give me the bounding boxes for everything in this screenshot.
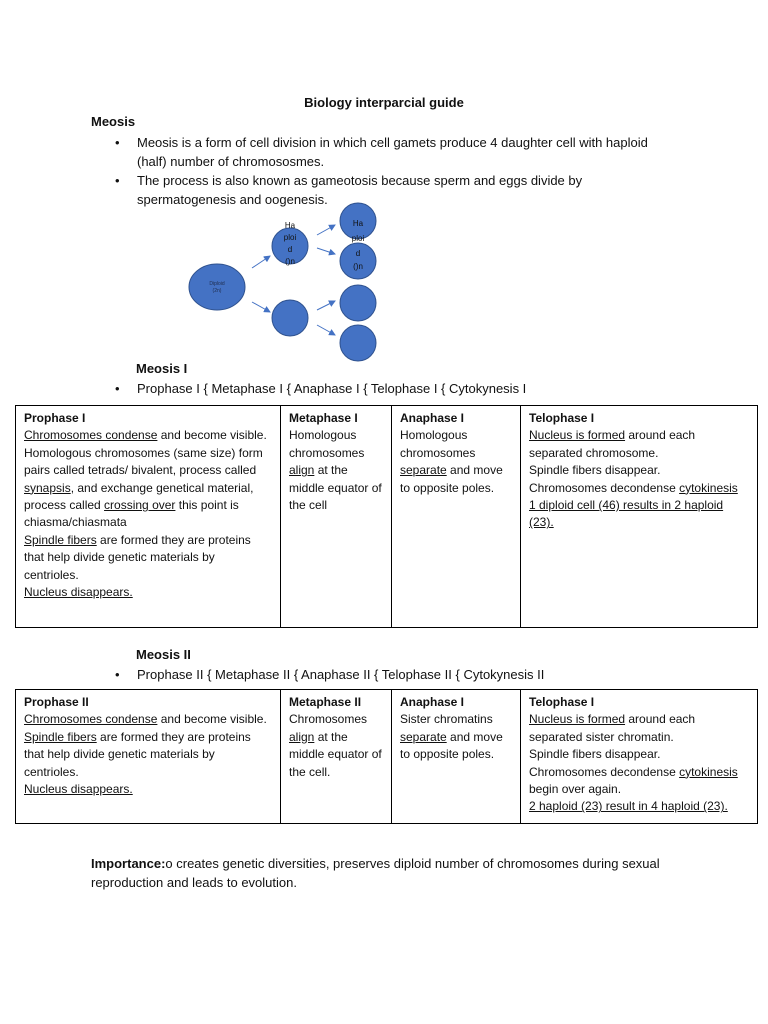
haploid-b-1: Ha (353, 219, 364, 228)
diploid-cell (188, 263, 246, 311)
meiosis-heading: Meosis (91, 114, 136, 129)
meiosis-bullets: Meosis is a form of cell division in whi… (115, 133, 675, 209)
anaphase1-a: Homologous chromosomes (400, 428, 476, 460)
arrow-diploid-to-cell-bottom (251, 301, 271, 313)
anaphase2-title: Anaphase I (400, 695, 465, 709)
telophase1-title: Telophase I (529, 411, 595, 425)
telophase2-title: Telophase I (529, 695, 595, 709)
arrow-to-cell-d (316, 324, 336, 336)
meiosis-bullet-1: Meosis is a form of cell division in whi… (115, 133, 675, 171)
prophase2-p1-term: Chromosomes condense (24, 712, 158, 727)
haploid-a-2: ploi (284, 233, 297, 242)
haploid-a-4: ()n (285, 257, 295, 266)
meiosis1-phase-list: Prophase I { Metaphase I { Anaphase I { … (115, 379, 735, 398)
arrow-diploid-to-haploid-top (251, 255, 271, 269)
anaphase1-b: and move to opposite poles. (400, 463, 503, 495)
haploid-cell-1 (271, 227, 309, 265)
haploid-cell-3 (339, 202, 377, 240)
arrow-to-haploid-a (316, 224, 336, 236)
meiosis1-phases: Prophase I { Metaphase I { Anaphase I { … (115, 379, 735, 398)
prophase1-crossing-over: crossing over (104, 498, 176, 513)
metaphase1-a: Homologous chromosomes (289, 428, 365, 460)
cell-5 (339, 284, 377, 322)
telophase2-cell: Telophase I Nucleus is formed around eac… (520, 689, 758, 824)
haploid-a-1: Ha (285, 221, 296, 230)
anaphase1-title: Anaphase I (400, 411, 465, 425)
telophase2-p3b: begin over again. (529, 782, 622, 797)
prophase2-cell: Prophase II Chromosomes condense and bec… (15, 689, 281, 824)
prophase1-title: Prophase I (24, 411, 86, 425)
haploid-a-3: d (288, 245, 292, 254)
meiosis2-phases: Prophase II { Metaphase II { Anaphase II… (115, 665, 735, 684)
meiosis-bullet-2: The process is also known as gameotosis … (115, 171, 675, 209)
diploid-label-2: (2n) (213, 288, 222, 294)
arrows (251, 224, 336, 336)
telophase2-cytokinesis: cytokinesis (679, 764, 738, 779)
anaphase1-separate: separate (400, 463, 447, 478)
cell-2 (271, 299, 309, 337)
metaphase1-b: at the middle equator of the cell (289, 463, 382, 513)
anaphase2-cell: Anaphase I Sister chromatins separate an… (391, 689, 521, 824)
meiosis2-heading: Meosis II (136, 647, 191, 662)
prophase2-p3: Nucleus disappears. (24, 782, 133, 797)
importance-label: Importance: (91, 856, 166, 871)
telophase1-p3: Chromosomes decondense (529, 480, 680, 495)
prophase1-p2b: , and exchange genetical material, proce… (24, 480, 254, 513)
meiosis1-table: Prophase I Chromosomes condense and beco… (15, 405, 758, 628)
anaphase1-cell: Anaphase I Homologous chromosomes separa… (391, 405, 521, 628)
telophase2-p1: around each separated sister chromatin. (529, 712, 696, 744)
prophase1-cell: Prophase I Chromosomes condense and beco… (15, 405, 281, 628)
prophase1-synapsis: synapsis (24, 480, 71, 495)
haploid-b-2: ploi (352, 234, 365, 243)
telophase1-cell: Telophase I Nucleus is formed around eac… (520, 405, 758, 628)
document-title: Biology interparcial guide (304, 95, 464, 110)
arrow-to-cell-c (316, 300, 336, 311)
prophase2-title: Prophase II (24, 695, 89, 709)
telophase2-p3: Chromosomes decondense (529, 764, 680, 779)
haploid-b-4: ()n (353, 262, 363, 271)
telophase1-p1-term: Nucleus is formed (529, 428, 626, 443)
prophase1-p2c: this point is chiasma/chiasmata (24, 498, 239, 530)
anaphase2-separate: separate (400, 729, 447, 744)
metaphase2-b: at the middle equator of the cell. (289, 729, 382, 779)
telophase1-p1: around each separated chromosome. (529, 428, 696, 460)
metaphase1-title: Metaphase I (289, 411, 358, 425)
prophase1-p2a: Homologous chromosomes (same size) form … (24, 445, 263, 478)
telophase1-p4: 1 diploid cell (46) results in 2 haploid… (529, 498, 724, 530)
prophase1-p4: Nucleus disappears. (24, 585, 133, 600)
telophase1-cytokinesis: cytokinesis (679, 480, 738, 495)
prophase1-p1-term: Chromosomes condense (24, 428, 158, 443)
metaphase1-align: align (289, 463, 315, 478)
arrow-to-haploid-b (316, 247, 336, 256)
anaphase2-b: and move to opposite poles. (400, 729, 503, 762)
metaphase2-align: align (289, 729, 315, 744)
telophase1-p2: Spindle fibers disappear. (529, 463, 661, 478)
meiosis2-table: Prophase II Chromosomes condense and bec… (15, 689, 758, 824)
prophase1-p1: and become visible. (157, 428, 267, 443)
telophase2-p1-term: Nucleus is formed (529, 712, 626, 727)
telophase2-p2: Spindle fibers disappear. (529, 747, 661, 762)
metaphase2-title: Metaphase II (289, 695, 362, 709)
prophase2-p1: and become visible. (157, 712, 267, 727)
metaphase1-cell: Metaphase I Homologous chromosomes align… (280, 405, 392, 628)
haploid-cell-4 (339, 242, 377, 280)
cell-6 (339, 324, 377, 362)
metaphase2-a: Chromosomes (289, 712, 368, 727)
haploid-b-3: d (356, 249, 360, 258)
anaphase2-a: Sister chromatins (400, 712, 493, 727)
prophase1-p3-term: Spindle fibers (24, 532, 97, 547)
metaphase2-cell: Metaphase II Chromosomes align at the mi… (280, 689, 392, 824)
prophase2-p2-term: Spindle fibers (24, 729, 97, 744)
meiosis2-phase-list: Prophase II { Metaphase II { Anaphase II… (115, 665, 735, 684)
prophase1-p3: are formed they are proteins that help d… (24, 532, 251, 582)
prophase2-p2: are formed they are proteins that help d… (24, 729, 251, 779)
meiosis-cell-diagram: Diploid (2n) Ha ploi d ()n Ha ploi d ()n (188, 202, 377, 362)
telophase2-p4: 2 haploid (23) result in 4 haploid (23). (529, 799, 728, 814)
importance-text: o creates genetic diversities, preserves… (91, 856, 660, 890)
importance-paragraph: Importance:o creates genetic diversities… (91, 854, 671, 892)
meiosis1-heading: Meosis I (136, 361, 188, 376)
diploid-label-1: Diploid (209, 281, 225, 287)
